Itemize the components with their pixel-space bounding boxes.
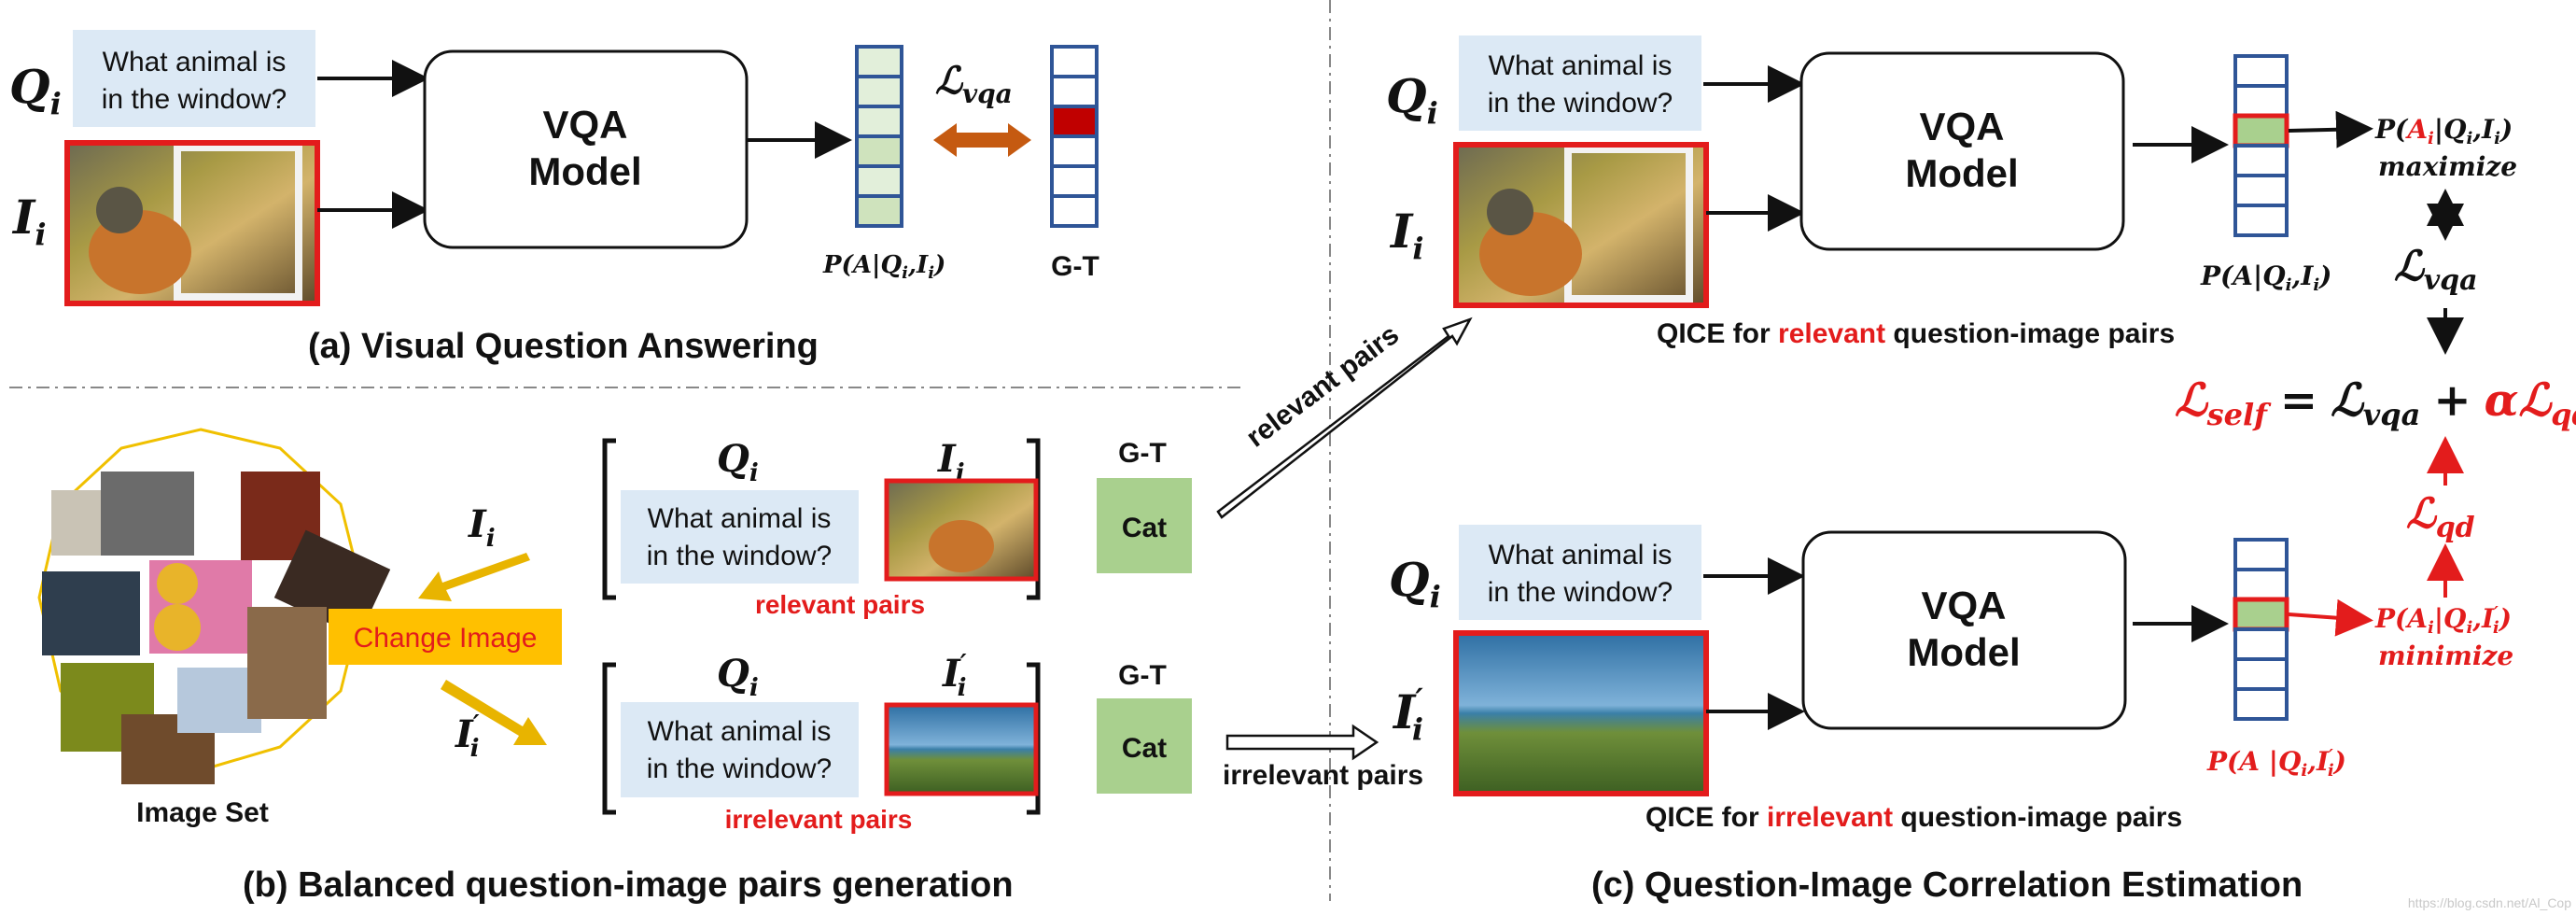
prob-vector-c-bottom [2233,538,2289,721]
cat-image-c [1453,142,1709,308]
model-label-2: Model [1907,630,2020,674]
gt-label-b-irr: G-T [1118,660,1167,691]
vqa-model-c-bottom [1801,530,2127,730]
question-line-2: in the window? [647,753,832,784]
question-line-2: in the window? [1488,88,1673,119]
answer-rel: Cat [1122,513,1167,543]
question-box-a [73,30,315,127]
i-prime-label-c: I′i [1392,682,1423,747]
qice-irrelevant-caption: QICE for irrelevant question-image pairs [1645,802,2182,833]
cat-image-b [884,478,1039,582]
i-label-c-top: Ii [1389,204,1424,266]
model-label-2: Model [1905,151,2018,195]
i-prime-label-b: I′i [455,711,480,763]
question-line-1: What animal is [648,503,832,534]
answer-irr: Cat [1122,733,1167,764]
relevant-pairs-label: relevant pairs [755,590,925,619]
question-box-b-irr [621,702,859,797]
caption-b: (b) Balanced question-image pairs genera… [243,866,1014,905]
caption-c: (c) Question-Image Correlation Estimatio… [1591,866,2303,905]
model-label-2: Model [528,149,641,193]
model-label-1: VQA [1921,584,2006,627]
irrelevant-pairs-arrow [1225,724,1379,761]
question-box-b-rel [621,490,859,584]
question-line-2: in the window? [1488,577,1673,608]
field-image-c [1453,630,1709,796]
prob-irrelevant: P(Ai|Qi,I′i) [2374,603,2512,638]
arrow-to-minimize [2288,598,2373,637]
q-label-b-irr: Qi [717,652,759,702]
i-prime-label-b-irr: I′i [942,650,967,702]
loss-vqa-c: ℒvqa [2394,243,2478,297]
panel-a: Qi What animal is in the window? Ii VQA … [9,30,1099,366]
maximize-label: maximize [2378,151,2517,182]
prob-relevant: P(Ai|Qi,Ii) [2374,114,2513,148]
gt-label-a: G-T [1051,251,1099,282]
loss-self-equation: ℒself=ℒvqa+αℒqd [2175,374,2576,432]
prob-vector-a [855,45,903,228]
loss-qd-c: ℒqd [2406,490,2475,544]
vqa-model-a [423,49,749,249]
cat-image-a [64,140,320,306]
q-label-c-bottom: Qi [1389,552,1441,614]
question-box-c-bottom [1459,525,1701,620]
i-label-b-rel: Ii [937,437,965,487]
caption-a: (a) Visual Question Answering [308,327,819,366]
relevant-pairs-arrow [1216,317,1473,519]
irrelevant-pairs-arrow-label: irrelevant pairs [1223,760,1423,791]
question-line-2: in the window? [102,84,287,115]
bracket-left-irrelevant [602,662,616,815]
q-label-c-top: Qi [1386,68,1438,131]
model-label-1: VQA [1919,105,2004,148]
watermark: https://blog.csdn.net/Al_Cop [2408,895,2571,910]
q-label-a: Qi [9,59,62,121]
prob-label-c-top: P(A|Qi,Ii) [2200,260,2331,295]
question-line-1: What animal is [1489,540,1673,570]
prob-vector-c-top [2233,54,2289,237]
gt-label-b-rel: G-T [1118,438,1167,469]
prob-label-c-bottom: P(A |Qi,I′i) [2206,746,2346,781]
change-image-box [329,609,562,665]
yellow-arrow-down [441,680,547,745]
question-line-1: What animal is [1489,50,1673,81]
vqa-model-c-top [1799,51,2125,251]
model-label-1: VQA [542,103,627,147]
arrow-to-maximize [2288,110,2373,148]
q-label-b-rel: Qi [717,437,759,487]
minimize-label: minimize [2378,640,2513,671]
answer-box-rel [1097,478,1192,573]
question-box-c-top [1459,35,1701,131]
change-image-label: Change Image [354,623,538,654]
panel-c: Qi What animal is in the window? Ii VQA … [1386,35,2576,910]
irrelevant-pairs-label: irrelevant pairs [725,805,913,834]
loss-vqa-a: ℒvqa [935,59,1013,109]
question-line-2: in the window? [647,541,832,571]
question-line-1: What animal is [648,716,832,747]
prob-label-a: P(A|Qi,Ii) [822,251,945,283]
i-label-a: Ii [11,190,47,252]
qice-relevant-caption: QICE for relevant question-image pairs [1657,318,2175,349]
question-line-1: What animal is [103,47,287,77]
i-label-b-up: Ii [468,502,496,553]
answer-box-irr [1097,698,1192,794]
bracket-left-relevant [602,438,616,600]
gt-vector-a [1050,45,1099,228]
double-arrow-a [933,123,1031,157]
yellow-arrow-up [418,553,530,601]
field-image-b [884,702,1039,796]
panel-b: Change Image Image Set Ii I′i Qi Ii What… [37,317,1473,905]
image-set-label: Image Set [136,797,269,828]
